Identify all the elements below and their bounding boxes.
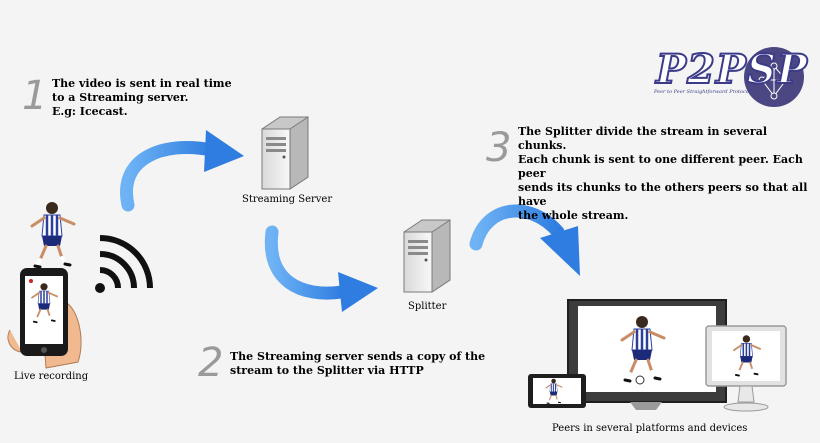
step-1-line-3: E.g: Icecast.: [52, 105, 128, 118]
tablet-icon: [528, 374, 586, 408]
server-icon: [261, 116, 309, 190]
p2psp-logo-icon: [744, 47, 804, 107]
caption-live-recording: Live recording: [14, 371, 89, 382]
arrow-icon: [264, 225, 378, 312]
step-1-text: The video is sent in real time to a Stre…: [52, 77, 272, 119]
step-3-number: 3: [486, 125, 512, 171]
step-3-line-4: the whole stream.: [518, 209, 629, 222]
logo-subtitle: Peer to Peer Straightforward Protocol: [654, 89, 751, 95]
phone-icon: [7, 268, 82, 369]
step-2-line-2: stream to the Splitter via HTTP: [230, 364, 424, 377]
caption-streaming-server: Streaming Server: [242, 194, 333, 205]
step-3-line-3: sends its chunks to the others peers so …: [518, 181, 808, 208]
step-1-line-1: The video is sent in real time: [52, 77, 232, 90]
caption-splitter: Splitter: [408, 301, 447, 312]
step-2-number: 2: [198, 340, 224, 386]
arrow-icon: [469, 204, 580, 276]
step-3-line-1: The Splitter divide the stream in severa…: [518, 125, 768, 152]
step-3-text: The Splitter divide the stream in severa…: [518, 125, 818, 223]
arrow-icon: [120, 130, 244, 212]
step-1-line-2: to a Streaming server.: [52, 91, 189, 104]
wireless-signal-icon: [95, 235, 153, 293]
caption-peers: Peers in several platforms and devices: [552, 423, 748, 434]
monitor-icon: [567, 299, 727, 410]
step-2-line-1: The Streaming server sends a copy of the: [230, 350, 486, 363]
server-icon: [403, 219, 451, 293]
step-1-number: 1: [22, 73, 48, 119]
logo-title: P2PSP: [655, 46, 808, 93]
monitor-icon: [705, 325, 787, 412]
step-3-line-2: Each chunk is sent to one different peer…: [518, 153, 803, 180]
player-figure-icon: [30, 200, 76, 269]
step-2-text: The Streaming server sends a copy of the…: [230, 350, 520, 378]
